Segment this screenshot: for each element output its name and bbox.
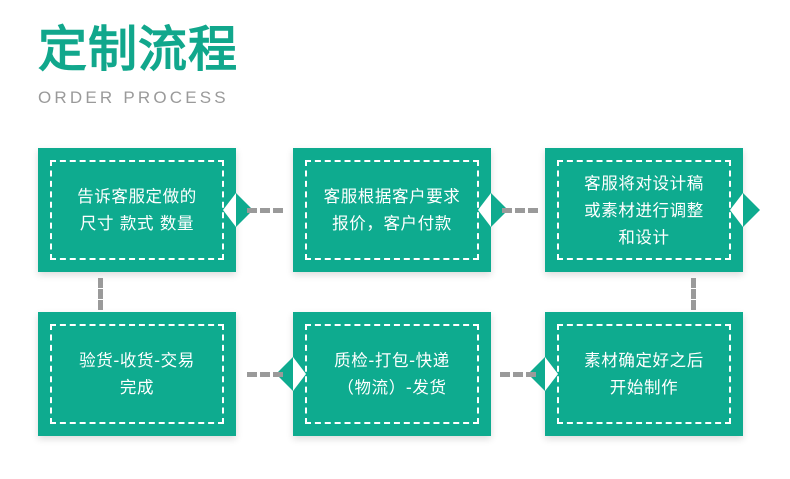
connector-step5-step6 (247, 372, 283, 377)
flow-step-2[interactable]: 客服根据客户要求 报价，客户付款 (293, 148, 508, 272)
arrow-right-icon (743, 193, 760, 227)
flow-step-1-label: 告诉客服定做的 尺寸 款式 数量 (77, 187, 197, 233)
flow-step-3[interactable]: 客服将对设计稿 或素材进行调整 和设计 (545, 148, 760, 272)
flow-step-2-dashed-frame: 客服根据客户要求 报价，客户付款 (305, 160, 479, 260)
flow-step-3-label: 客服将对设计稿 或素材进行调整 和设计 (584, 173, 704, 247)
arrow-left-icon (528, 357, 545, 391)
connector-step2-step3 (502, 208, 538, 213)
flow-step-1-dashed-frame: 告诉客服定做的 尺寸 款式 数量 (50, 160, 224, 260)
flow-step-5-label: 质检-打包-快递 （物流）-发货 (334, 351, 450, 397)
flow-step-5-dashed-frame: 质检-打包-快递 （物流）-发货 (305, 324, 479, 424)
arrow-notch-icon (293, 357, 306, 391)
arrow-right-icon (491, 193, 508, 227)
arrow-notch-icon (545, 357, 558, 391)
page-title: 定制流程 (38, 21, 239, 78)
flow-step-5[interactable]: 质检-打包-快递 （物流）-发货 (276, 312, 491, 436)
arrow-notch-icon (223, 193, 236, 227)
flow-step-6-dashed-frame: 验货-收货-交易 完成 (50, 324, 224, 424)
connector-step1-step6 (98, 278, 103, 310)
flow-step-2-label: 客服根据客户要求 报价，客户付款 (323, 187, 461, 233)
header-block: 定制流程 ORDER PROCESS (38, 22, 438, 108)
flow-step-6[interactable]: 验货-收货-交易 完成 (38, 312, 236, 436)
arrow-right-icon (236, 193, 253, 227)
connector-step4-step5 (500, 372, 536, 377)
flow-step-1[interactable]: 告诉客服定做的 尺寸 款式 数量 (38, 148, 253, 272)
flow-step-3-dashed-frame: 客服将对设计稿 或素材进行调整 和设计 (557, 160, 731, 260)
flow-step-4-label: 素材确定好之后 开始制作 (584, 351, 704, 397)
arrow-left-icon (276, 357, 293, 391)
arrow-notch-icon (478, 193, 491, 227)
arrow-notch-icon (730, 193, 743, 227)
connector-step3-step4 (691, 278, 696, 310)
flow-step-4[interactable]: 素材确定好之后 开始制作 (528, 312, 743, 436)
connector-step1-step2 (247, 208, 283, 213)
page-subtitle: ORDER PROCESS (38, 88, 229, 107)
flow-step-4-dashed-frame: 素材确定好之后 开始制作 (557, 324, 731, 424)
flow-step-6-label: 验货-收货-交易 完成 (79, 351, 195, 397)
